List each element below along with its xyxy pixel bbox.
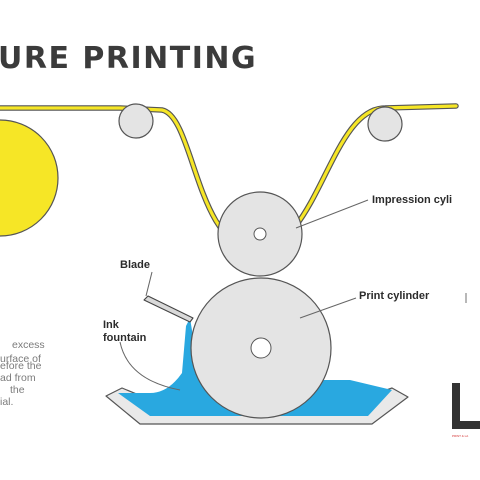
ink-fountain-label-line1: Ink [103,319,120,331]
description-line-3: efore the [0,360,42,372]
description-line-2: urface of [0,353,41,365]
blade-label: Blade [120,259,150,271]
blade-leader-line [145,271,153,297]
description-line-1: excess [12,339,45,351]
guide-roller-right [367,106,403,142]
svg-text:PRINT & LA: PRINT & LA [452,434,468,438]
impression-cylinder-axle [253,227,267,241]
description-line-4: ad from [0,372,36,384]
ink-leader-line [119,341,181,391]
description-line-6: ial. [0,396,13,408]
diagram-title: URE PRINTING [0,41,257,76]
doctor-blade [143,295,194,323]
print-leader-line [299,297,357,319]
print-cylinder-axle [250,337,272,359]
description-line-5: the [10,384,25,396]
impression-cylinder-label: Impression cyli [372,194,452,206]
guide-roller-left [118,103,154,139]
ink-pool [118,318,392,416]
ink-fountain-label-line2: fountain [103,332,147,344]
web-roll [0,119,59,237]
logo: PRINT & LA [452,383,480,438]
print-cylinder-label: Print cylinder [359,290,430,302]
impression-leader-line [295,199,369,229]
